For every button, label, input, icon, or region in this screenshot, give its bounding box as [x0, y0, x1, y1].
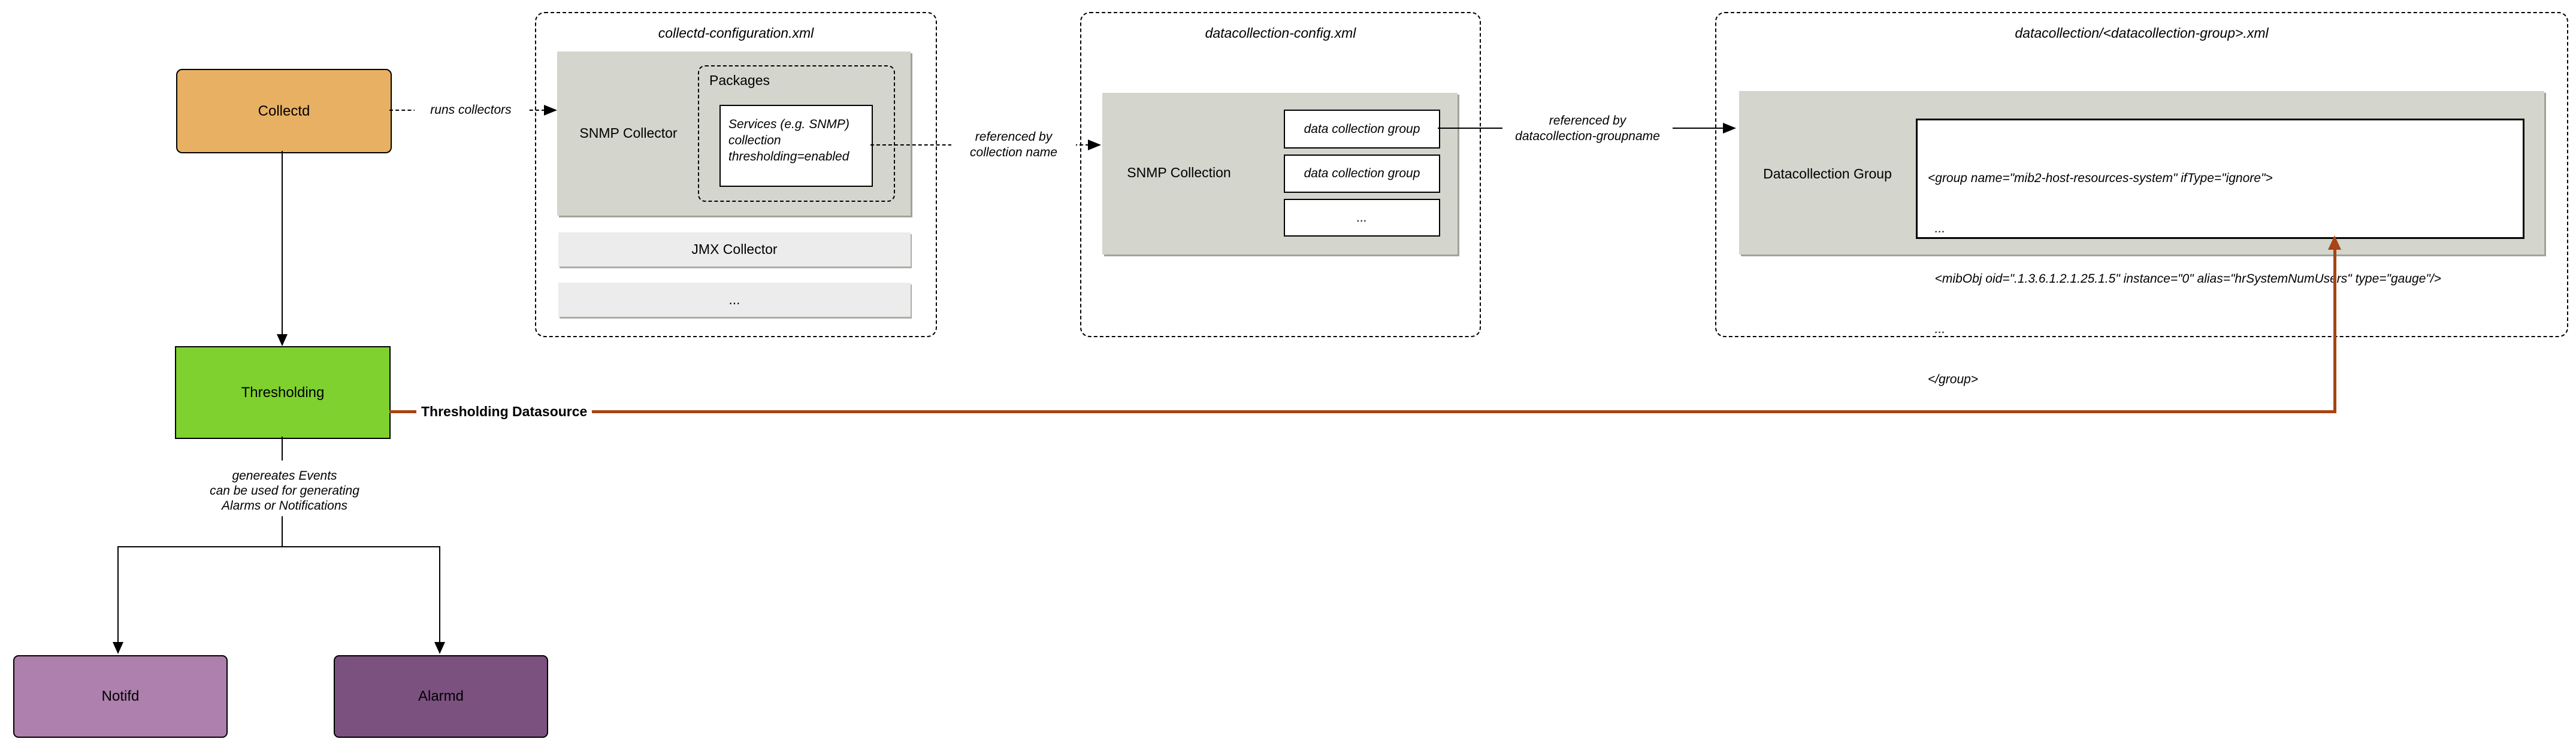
data-collection-group-box-3: ... — [1284, 199, 1440, 237]
runs-collectors-label: runs collectors — [415, 101, 527, 119]
referenced-by-groupname-line1: referenced by — [1549, 114, 1626, 128]
data-collection-group-box-2: data collection group — [1284, 155, 1440, 193]
collectd-thresholding-line — [282, 151, 283, 335]
more-collectors-label: ... — [728, 292, 740, 307]
generates-events-label: genereates Events can be used for genera… — [177, 467, 392, 514]
group-xml-code: <group name="mib2-host-resources-system"… — [1928, 137, 2441, 422]
file-datacollection-config-title: datacollection-config.xml — [1205, 25, 1356, 41]
thresholding-datasource-line-vertical — [2333, 238, 2336, 413]
referenced-by-groupname-line2: datacollection-groupname — [1515, 129, 1660, 143]
file-datacollection-group-title: datacollection/<datacollection-group>.xm… — [2015, 25, 2269, 41]
code-line-3: <mibObj oid=".1.3.6.1.2.1.25.1.5" instan… — [1928, 272, 2441, 286]
generates-events-line1: genereates Events — [232, 469, 337, 483]
branch-arrowhead-alarmd — [434, 642, 445, 654]
thresholding-datasource-arrowhead — [2328, 235, 2341, 250]
packages-box — [698, 65, 895, 202]
referenced-by-collection-arrowhead — [1088, 140, 1101, 150]
jmx-collector-label: JMX Collector — [691, 241, 778, 257]
collectd-thresholding-arrowhead — [277, 334, 288, 346]
packages-label: Packages — [709, 72, 770, 88]
services-line-3: thresholding=enabled — [728, 150, 849, 163]
referenced-by-groupname-arrowhead — [1723, 123, 1736, 134]
services-line-1: Services (e.g. SNMP) — [728, 117, 849, 131]
more-collectors-bar: ... — [558, 283, 911, 317]
node-notifd-label: Notifd — [101, 688, 140, 704]
thresholding-events-line-top — [282, 437, 283, 461]
node-collectd: Collectd — [176, 69, 392, 153]
code-line-1: <group name="mib2-host-resources-system"… — [1928, 171, 2273, 185]
datacollection-group-label: Datacollection Group — [1763, 166, 1892, 181]
file-datacollection-group: datacollection/<datacollection-group>.xm… — [1715, 12, 2568, 337]
node-thresholding: Thresholding — [175, 346, 391, 439]
branch-arrowhead-notifd — [113, 642, 123, 654]
branch-line-alarmd — [439, 546, 440, 643]
branch-line-notifd — [117, 546, 119, 643]
runs-collectors-arrowhead — [544, 105, 557, 116]
thresholding-datasource-label: Thresholding Datasource — [416, 402, 592, 420]
data-collection-group-1-label: data collection group — [1304, 122, 1420, 136]
data-collection-group-box-1: data collection group — [1284, 110, 1440, 149]
group-xml-code-box — [1916, 119, 2524, 239]
code-line-5: </group> — [1928, 372, 1979, 386]
code-line-2: ... — [1928, 222, 1946, 235]
generates-events-line2: can be used for generating — [210, 484, 359, 498]
file-collectd-configuration: collectd-configuration.xml — [535, 12, 937, 337]
referenced-by-collection-label: referenced by collection name — [951, 128, 1076, 162]
jmx-collector-bar: JMX Collector — [558, 232, 911, 266]
node-thresholding-label: Thresholding — [241, 384, 325, 401]
node-notifd: Notifd — [13, 655, 228, 738]
referenced-by-groupname-label: referenced by datacollection-groupname — [1502, 112, 1673, 146]
file-collectd-configuration-title: collectd-configuration.xml — [658, 25, 814, 41]
data-collection-group-3-label: ... — [1356, 210, 1368, 225]
thresholding-events-line-bottom — [282, 516, 283, 547]
branch-horizontal-line — [117, 546, 440, 547]
thresholding-datasource-line-horizontal — [389, 410, 2336, 413]
data-collection-group-2-label: data collection group — [1304, 166, 1420, 180]
node-collectd-label: Collectd — [258, 102, 310, 119]
snmp-collection-label: SNMP Collection — [1127, 165, 1231, 180]
services-box: Services (e.g. SNMP) collection threshol… — [719, 105, 873, 187]
node-alarmd: Alarmd — [334, 655, 548, 738]
services-line-2: collection — [728, 134, 781, 147]
referenced-by-collection-line1: referenced by — [975, 130, 1053, 144]
referenced-by-collection-line2: collection name — [970, 146, 1057, 159]
file-datacollection-config: datacollection-config.xml — [1080, 12, 1481, 337]
snmp-collector-label: SNMP Collector — [579, 125, 678, 141]
generates-events-line3: Alarms or Notifications — [221, 499, 348, 513]
code-line-4: ... — [1928, 322, 1946, 336]
node-alarmd-label: Alarmd — [418, 688, 464, 704]
